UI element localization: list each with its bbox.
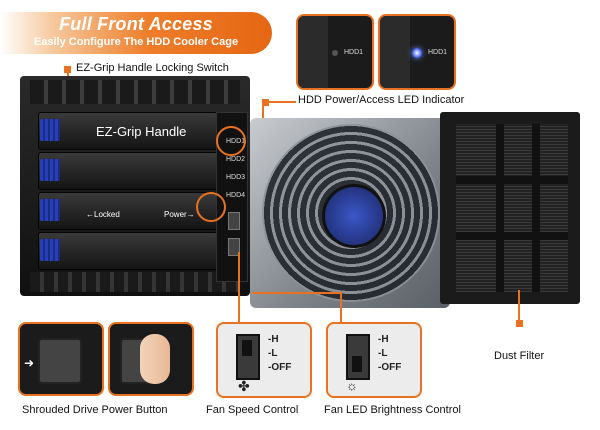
fan-speed-switch[interactable] <box>236 334 260 380</box>
cage-bottom-mesh <box>30 272 240 292</box>
light-icon: ☼ <box>346 378 358 393</box>
callout-line <box>518 290 520 322</box>
filter-bar <box>456 232 568 240</box>
led-off <box>332 50 338 56</box>
led-on-inset: HDD1 <box>378 14 456 90</box>
fan-hub <box>322 184 386 248</box>
panel-label-hdd3: HDD3 <box>226 174 246 181</box>
bay-edge <box>380 16 410 88</box>
drive-bay-1 <box>38 112 218 150</box>
power-highlight-circle <box>196 192 226 222</box>
led-off-inset: HDD1 <box>296 14 374 90</box>
fan-speed-label: Fan Speed Control <box>206 404 299 416</box>
drive-bay-4 <box>38 232 218 270</box>
finger-icon <box>140 334 170 384</box>
led-off-label: HDD1 <box>344 49 364 56</box>
speed-pos-off: -OFF <box>268 362 292 373</box>
fan-icon: ✤ <box>238 378 250 394</box>
led-on-label: HDD1 <box>428 49 448 56</box>
bay-edge <box>298 16 328 88</box>
fan-speed-switch-mini[interactable] <box>228 212 240 230</box>
filter-mesh <box>456 124 568 292</box>
blue-grip-1 <box>40 119 60 141</box>
led-pos-h: -H <box>378 334 389 345</box>
arrow-right-icon: ➜ <box>24 356 35 370</box>
filter-bar <box>496 124 504 292</box>
dust-filter-label: Dust Filter <box>494 350 545 362</box>
callout-dot <box>64 66 71 73</box>
power-button-inset-2 <box>108 322 194 396</box>
speed-pos-l: -L <box>268 348 278 359</box>
fan-led-switch[interactable] <box>346 334 370 380</box>
locked-label: ←Locked <box>86 210 120 219</box>
blue-grip-2 <box>40 159 60 181</box>
callout-line <box>252 292 342 294</box>
led-pos-off: -OFF <box>378 362 402 373</box>
speed-pos-h: -H <box>268 334 279 345</box>
header-banner <box>0 12 272 54</box>
drive-bay-2 <box>38 152 218 190</box>
callout-line <box>340 292 342 322</box>
led-on <box>412 48 422 58</box>
callout-dot <box>516 320 523 327</box>
cage-top-mesh <box>30 80 240 104</box>
ez-grip-handle-label: EZ-Grip Handle <box>96 124 187 139</box>
header-title: Full Front Access <box>59 14 213 34</box>
ez-grip-switch-label: EZ-Grip Handle Locking Switch <box>76 62 229 74</box>
power-button-inset-1: ➜ <box>18 322 104 396</box>
callout-line <box>268 101 296 103</box>
filter-bar <box>456 176 568 184</box>
filter-bar <box>532 124 540 292</box>
power-label: Power→ <box>164 210 195 219</box>
header-subtitle: Easily Configure The HDD Cooler Cage <box>33 36 239 48</box>
fan-led-inset: -H -L -OFF ☼ <box>326 322 422 398</box>
panel-label-hdd4: HDD4 <box>226 192 246 199</box>
led-highlight-circle <box>216 126 246 156</box>
panel-label-hdd2: HDD2 <box>226 156 246 163</box>
fan-led-label: Fan LED Brightness Control <box>324 404 461 416</box>
fan-speed-inset: -H -L -OFF ✤ <box>216 322 312 398</box>
blue-grip-4 <box>40 239 60 261</box>
blue-grip-3 <box>40 199 60 221</box>
drive-bay-3 <box>38 192 218 230</box>
fan-led-switch-mini[interactable] <box>228 238 240 256</box>
switch-knob <box>352 356 362 372</box>
power-shroud <box>38 338 82 384</box>
hdd-led-label: HDD Power/Access LED Indicator <box>298 94 465 106</box>
switch-knob <box>242 340 252 356</box>
callout-dot <box>262 99 269 106</box>
led-pos-l: -L <box>378 348 388 359</box>
callout-line <box>238 252 240 322</box>
shrouded-power-label: Shrouded Drive Power Button <box>22 404 168 416</box>
